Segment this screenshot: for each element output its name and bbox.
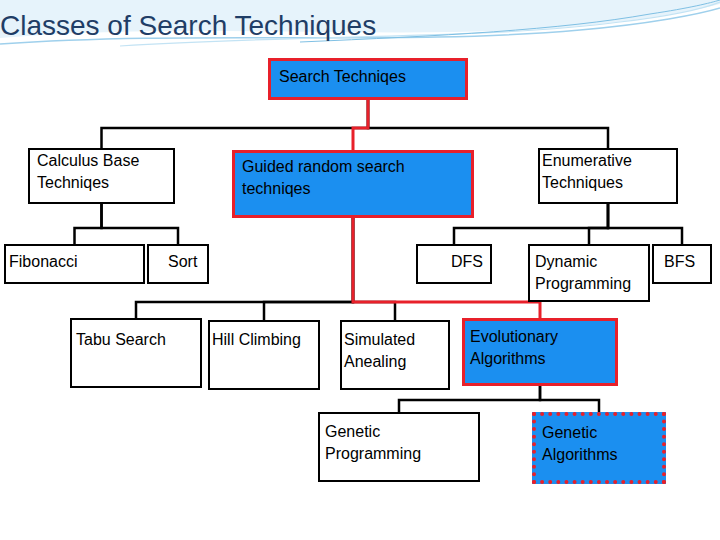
tree-connector (540, 386, 599, 412)
box-label: Tabu Search (76, 329, 200, 351)
technique-box: Simulated Anealing (340, 320, 450, 390)
tree-connector (102, 204, 179, 244)
box-label: BFS (664, 251, 710, 273)
technique-box: DFS (416, 244, 492, 284)
highlighted-box: Evolutionary Algorithms (462, 318, 618, 386)
tree-connector (353, 218, 540, 318)
box-label: Genetic Programming (325, 421, 460, 465)
technique-box: Tabu Search (70, 318, 202, 388)
tree-connector (264, 218, 353, 320)
tree-connector (608, 204, 682, 244)
tree-connector (75, 204, 102, 244)
slide-title: Classes of Search Techniques (0, 10, 376, 42)
box-label: Search Techniqes (279, 66, 464, 88)
highlighted-box: Genetic Algorithms (532, 412, 666, 484)
tree-connector (589, 204, 608, 244)
box-label: Guided random search techniqes (242, 156, 432, 200)
box-label: Hill Climbing (212, 329, 318, 351)
technique-box: Sort (147, 244, 209, 284)
tree-connector (368, 100, 608, 148)
tree-connector (454, 204, 608, 244)
tree-connector (353, 218, 395, 320)
highlighted-box: Guided random search techniqes (232, 150, 474, 218)
box-label: Calculus Base Techniqes (37, 150, 162, 194)
box-label: Enumerative Techniques (542, 150, 672, 194)
box-label: Evolutionary Algorithms (470, 326, 610, 370)
technique-box: Dynamic Programming (528, 244, 650, 302)
tree-connector (353, 100, 368, 150)
technique-box: Genetic Programming (318, 412, 480, 482)
technique-box: Hill Climbing (208, 320, 320, 390)
tree-connector (102, 100, 369, 148)
technique-box: Enumerative Techniques (538, 148, 678, 204)
technique-box: Fibonacci (4, 244, 145, 284)
box-label: Simulated Anealing (344, 329, 444, 373)
box-label: Genetic Algorithms (542, 422, 660, 466)
highlighted-box: Search Techniqes (268, 58, 468, 100)
box-label: DFS (451, 251, 490, 273)
technique-box: Calculus Base Techniqes (28, 148, 175, 204)
technique-box: BFS (652, 244, 712, 284)
box-label: Dynamic Programming (535, 251, 647, 295)
box-label: Fibonacci (9, 251, 139, 273)
box-label: Sort (168, 251, 207, 273)
swoosh-line (0, 8, 720, 44)
